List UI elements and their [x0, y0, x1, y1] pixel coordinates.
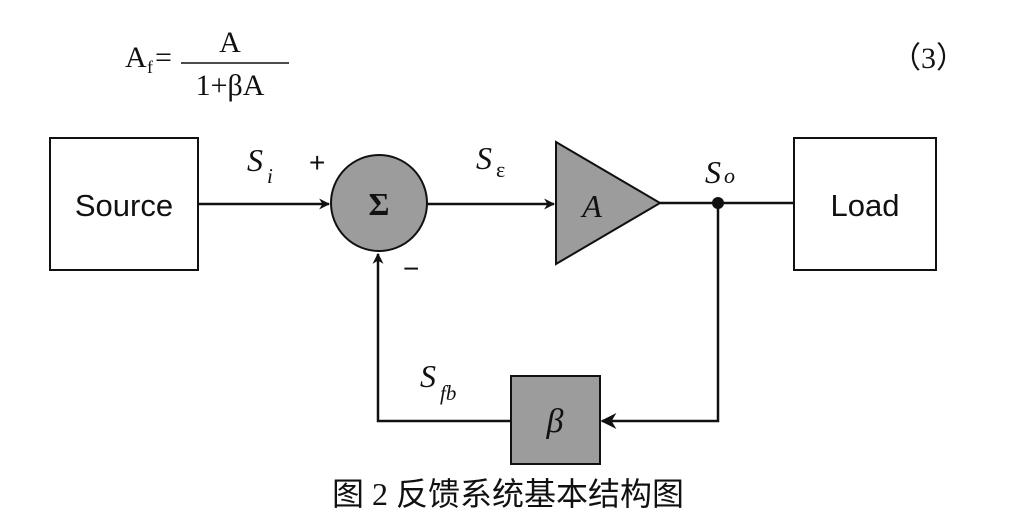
amplifier-label: A: [580, 188, 602, 224]
equation-denominator: 1+βA: [196, 69, 265, 102]
load-label: Load: [831, 188, 900, 223]
minus-sign: −: [403, 253, 419, 284]
si-subscript: i: [267, 164, 273, 188]
se-main: S: [476, 140, 492, 176]
beta-label: β: [546, 403, 564, 440]
sfb-subscript: fb: [440, 381, 456, 405]
signal-label-se: S ε: [476, 140, 505, 182]
signal-label-sfb: S fb: [420, 358, 456, 405]
beta-to-sum-feedback-arrow: [372, 252, 511, 423]
output-to-beta-feedback-arrow: [600, 203, 720, 429]
so-subscript: o: [724, 163, 735, 188]
so-main: S: [705, 154, 721, 190]
load-block: [793, 137, 937, 271]
plus-sign: +: [309, 147, 325, 178]
si-main: S: [247, 142, 263, 178]
signal-label-si: S i: [247, 142, 273, 188]
figure-caption: 图 2 反馈系统基本结构图: [332, 476, 684, 512]
gain-equation: A f = A 1+βA （3）: [125, 26, 966, 102]
equation-numerator: A: [219, 26, 241, 59]
equation-lhs-main: A: [125, 41, 147, 74]
se-subscript: ε: [496, 157, 505, 182]
equation-equals-sign: =: [155, 41, 172, 74]
source-label: Source: [75, 188, 173, 223]
feedback-beta-block: [510, 375, 601, 465]
sfb-main: S: [420, 358, 436, 394]
signal-label-so: S o: [705, 154, 735, 190]
equation-lhs-subscript: f: [147, 57, 153, 77]
amplifier-triangle: [555, 140, 662, 266]
sum-symbol: Σ: [369, 186, 390, 222]
equation-number: （3）: [891, 42, 966, 75]
